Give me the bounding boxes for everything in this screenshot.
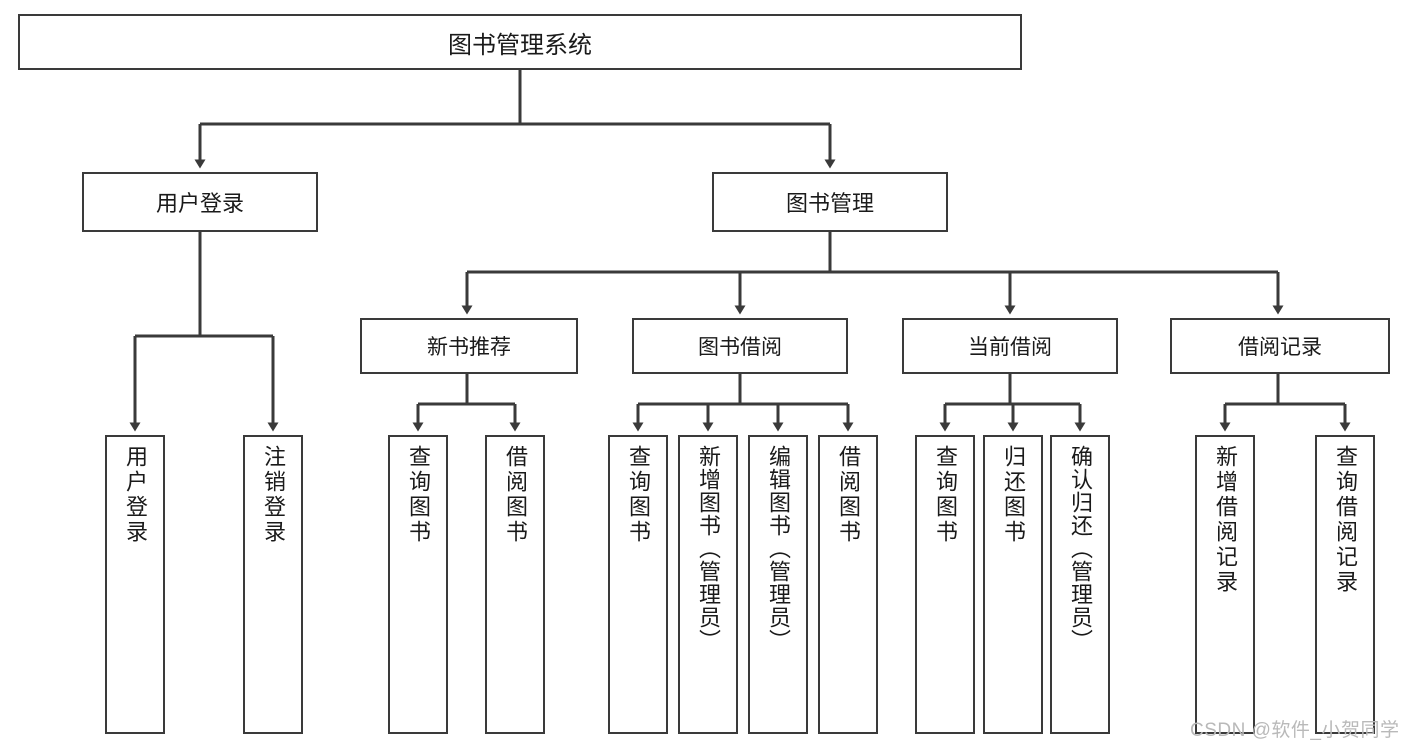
node-leaf-query-book-recommend[interactable]: 查询图书	[388, 435, 448, 734]
node-leaf-edit-book-admin[interactable]: 编辑图书（管理员）	[748, 435, 808, 734]
node-label: 当前借阅	[968, 336, 1052, 359]
node-label: 编辑图书（管理员）	[766, 445, 791, 652]
node-leaf-borrow-book-recommend[interactable]: 借阅图书	[485, 435, 545, 734]
node-label: 归还图书	[1001, 445, 1026, 545]
node-label: 用户登录	[155, 191, 244, 216]
node-leaf-add-book-admin[interactable]: 新增图书（管理员）	[678, 435, 738, 734]
node-leaf-query-borrow-record[interactable]: 查询借阅记录	[1315, 435, 1375, 734]
node-label: 新增图书（管理员）	[696, 445, 721, 652]
node-label: 查询图书	[933, 445, 958, 545]
node-label: 借阅记录	[1238, 336, 1322, 359]
node-label: 注销登录	[261, 445, 286, 545]
node-label: 查询图书	[406, 445, 431, 545]
node-root-system[interactable]: 图书管理系统	[18, 14, 1022, 70]
node-leaf-user-login[interactable]: 用户登录	[105, 435, 165, 734]
node-label: 确认归还（管理员）	[1068, 445, 1093, 652]
node-label: 新书推荐	[427, 336, 511, 359]
node-label: 借阅图书	[503, 445, 528, 545]
csdn-watermark: CSDN @软件_小贺同学	[1190, 715, 1399, 742]
node-leaf-return-book[interactable]: 归还图书	[983, 435, 1043, 734]
node-borrow-record[interactable]: 借阅记录	[1170, 318, 1390, 374]
node-label: 新增借阅记录	[1213, 445, 1238, 595]
node-label: 图书借阅	[698, 336, 782, 359]
node-label: 查询图书	[626, 445, 651, 545]
node-new-book-recommend[interactable]: 新书推荐	[360, 318, 578, 374]
node-current-borrow[interactable]: 当前借阅	[902, 318, 1118, 374]
node-leaf-confirm-return-admin[interactable]: 确认归还（管理员）	[1050, 435, 1110, 734]
node-leaf-borrow-book[interactable]: 借阅图书	[818, 435, 878, 734]
node-label: 图书管理系统	[448, 31, 592, 59]
node-label: 查询借阅记录	[1333, 445, 1358, 595]
node-leaf-logout[interactable]: 注销登录	[243, 435, 303, 734]
node-label: 借阅图书	[836, 445, 861, 545]
node-leaf-query-book-current[interactable]: 查询图书	[915, 435, 975, 734]
node-label: 图书管理	[785, 191, 874, 216]
watermark-text: CSDN @软件_小贺同学	[1190, 720, 1400, 741]
node-book-management[interactable]: 图书管理	[712, 172, 948, 232]
node-leaf-add-borrow-record[interactable]: 新增借阅记录	[1195, 435, 1255, 734]
node-book-borrow[interactable]: 图书借阅	[632, 318, 848, 374]
node-leaf-query-book-borrow[interactable]: 查询图书	[608, 435, 668, 734]
node-label: 用户登录	[123, 445, 148, 545]
node-user-login[interactable]: 用户登录	[82, 172, 318, 232]
